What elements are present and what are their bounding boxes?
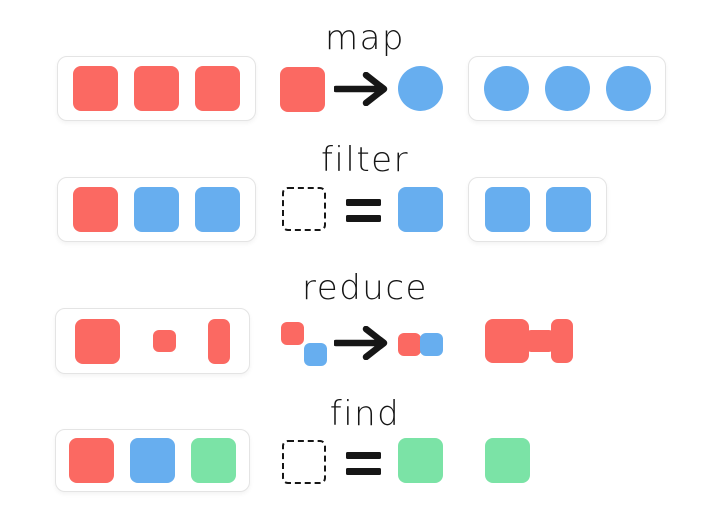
find-predicate-placeholder — [282, 440, 326, 484]
blue-square — [195, 187, 240, 232]
arrow-icon — [334, 326, 390, 360]
red-square — [73, 66, 118, 111]
red-merge-big — [485, 319, 529, 363]
dashed-square — [282, 187, 326, 231]
blue-circle — [544, 66, 590, 111]
equals-icon — [346, 452, 381, 475]
blue-square — [398, 187, 443, 232]
blue-square — [130, 438, 175, 483]
map-input-array — [57, 56, 256, 121]
reduce-label: reduce — [302, 268, 428, 308]
blue-circle — [605, 66, 651, 111]
find-match-shape — [398, 438, 443, 483]
blue-square — [484, 187, 530, 232]
blue-square — [134, 187, 179, 232]
red-mini — [281, 322, 304, 345]
filter-predicate-placeholder — [282, 187, 326, 231]
arrow-icon — [334, 72, 390, 106]
red-mini — [398, 333, 421, 356]
red-square — [75, 318, 120, 364]
green-square — [191, 438, 236, 483]
reduce-result-shape — [485, 319, 573, 363]
reduce-accumulator-pair — [281, 322, 327, 366]
red-square — [195, 66, 240, 111]
map-op-output — [398, 66, 443, 111]
map-output-array — [468, 56, 666, 121]
red-small — [152, 330, 176, 352]
red-merge-mid — [526, 330, 554, 352]
filter-label: filter — [320, 140, 410, 180]
red-tall — [208, 318, 230, 364]
red-square — [134, 66, 179, 111]
equals-icon — [346, 199, 381, 222]
map-label: map — [324, 18, 406, 58]
blue-mini — [420, 333, 443, 356]
red-square — [280, 67, 325, 112]
find-input-array — [55, 429, 250, 492]
reduce-combined-pair — [398, 333, 443, 356]
blue-mini — [304, 343, 327, 366]
blue-circle — [398, 66, 443, 111]
red-square — [73, 187, 118, 232]
filter-input-array — [57, 177, 256, 242]
green-square — [398, 438, 443, 483]
reduce-input-array — [55, 308, 250, 374]
red-merge-tall — [551, 319, 573, 363]
find-result-shape — [485, 438, 530, 483]
blue-square — [545, 187, 591, 232]
map-op-input — [280, 67, 325, 112]
blue-circle — [483, 66, 529, 111]
find-label: find — [329, 394, 401, 434]
filter-match-shape — [398, 187, 443, 232]
red-square — [69, 438, 114, 483]
dashed-square — [282, 440, 326, 484]
green-square — [485, 438, 530, 483]
filter-output-array — [468, 177, 607, 242]
